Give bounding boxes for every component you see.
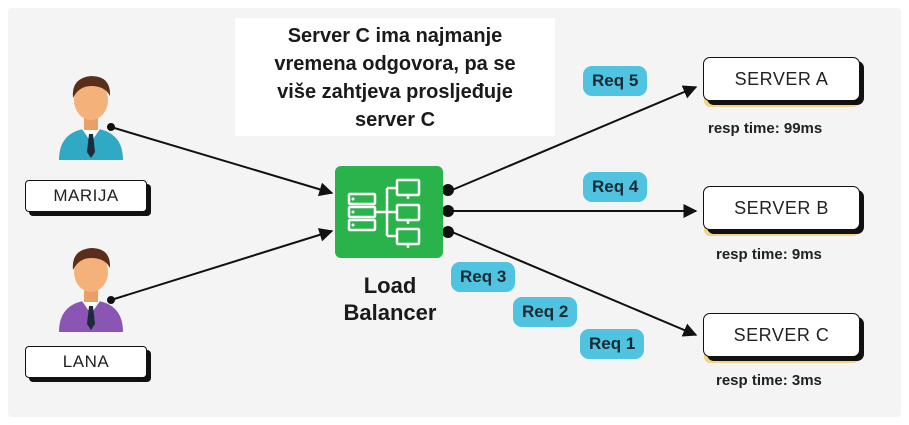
user-avatar-icon [59,248,123,332]
server-c-box: SERVER C [703,313,860,357]
client-arrow-lana [107,228,334,304]
server-arrow-a [451,85,698,191]
server-a-box: SERVER A [703,57,860,101]
load-balancer-node [335,166,443,258]
server-c-resp-time: resp time: 3ms [716,372,822,389]
request-badge-1: Req 1 [580,329,645,359]
lb-port-bottom [442,226,454,238]
client-label-lana: LANA [25,346,147,378]
lb-port-top [442,184,454,196]
server-b-resp-time: resp time: 9ms [716,246,822,263]
server-a-resp-time: resp time: 99ms [708,120,823,137]
load-balancer-label: Load Balancer [343,273,437,325]
request-badge-4: Req 4 [583,172,648,202]
user-avatar-icon [59,76,123,160]
server-network-icon [347,178,421,248]
request-badge-2: Req 2 [513,297,578,327]
client-label-marija: MARIJA [25,180,147,212]
server-arrow-c [451,231,698,337]
server-b-box: SERVER B [703,186,860,230]
request-badge-5: Req 5 [583,66,648,96]
client-arrow-marija [107,123,334,197]
explanation-note: Server C ima najmanje vremena odgovora, … [235,18,555,136]
lb-port-middle [442,205,454,217]
request-badge-3: Req 3 [451,262,516,292]
